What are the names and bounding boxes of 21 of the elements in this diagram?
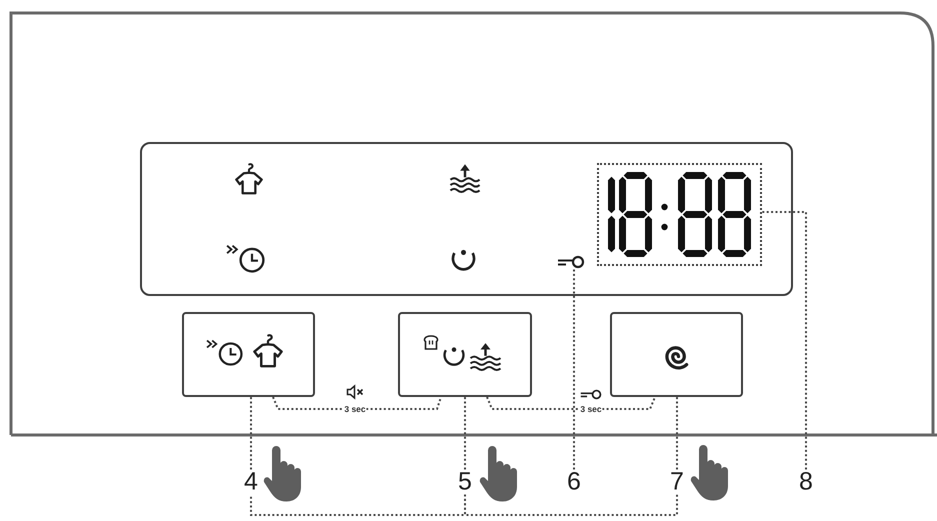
callout-number: 5 [458,470,472,494]
edge-label: 3 sec [343,404,367,414]
dotted-connector [486,396,656,410]
display-window [140,142,793,296]
key-icon [556,254,584,268]
callout-number: 8 [799,470,813,494]
edge-label: 3 sec [579,404,603,414]
leader-line [676,397,678,470]
bracket-line [250,494,466,516]
leader-line [250,397,252,470]
bracket-line [464,494,678,516]
leader-line [464,397,466,470]
callout-number: 7 [670,470,684,494]
dotted-connector [272,396,442,410]
callout-number: 4 [244,470,258,494]
callout-number: 6 [567,470,581,494]
touch-button [398,312,532,397]
touch-button [610,312,743,397]
touch-button [182,312,315,397]
leader-line [762,211,807,470]
leader-line [573,268,575,470]
